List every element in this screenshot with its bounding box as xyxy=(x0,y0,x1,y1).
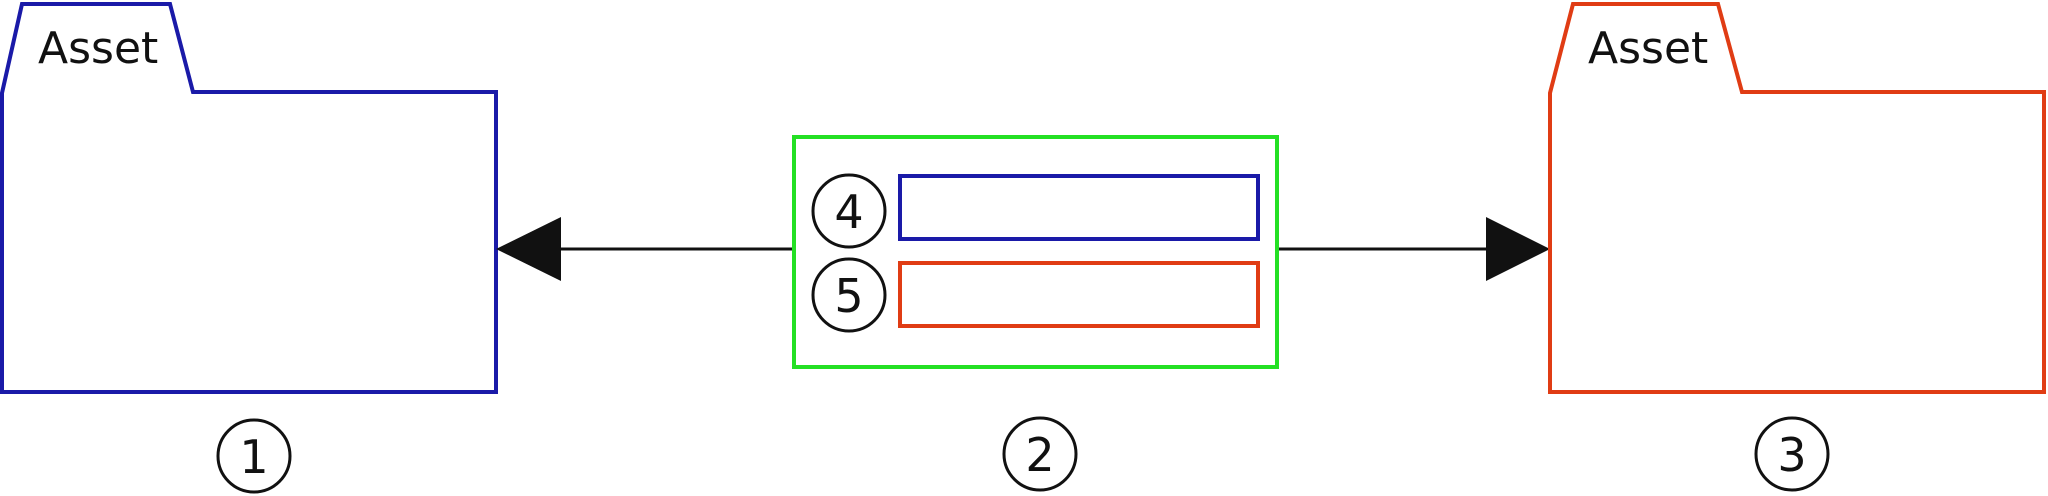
right-folder-outline xyxy=(1548,2,2046,394)
left-asset-folder: Asset xyxy=(0,2,498,394)
left-arrow xyxy=(496,217,792,281)
left-folder-label: Asset xyxy=(38,23,158,74)
marker-3-circle xyxy=(1754,416,1830,492)
left-arrow-head xyxy=(496,217,561,281)
marker-3: 3 xyxy=(1754,416,1830,492)
slot-5-field xyxy=(898,261,1260,328)
marker-2-number: 2 xyxy=(1025,428,1054,482)
slot-5-number: 5 xyxy=(834,269,863,323)
marker-1-number: 1 xyxy=(239,430,268,484)
marker-2: 2 xyxy=(1002,416,1078,492)
right-arrow xyxy=(1279,217,1550,281)
center-box-outline xyxy=(792,135,1279,369)
left-folder-outline xyxy=(0,2,498,394)
marker-3-number: 3 xyxy=(1777,428,1806,482)
center-box: 4 5 xyxy=(792,135,1279,369)
right-arrow-head xyxy=(1486,217,1550,281)
marker-1: 1 xyxy=(216,418,292,494)
marker-2-circle xyxy=(1002,416,1078,492)
marker-1-circle xyxy=(216,418,292,494)
right-folder-label: Asset xyxy=(1588,23,1708,74)
slot-4-number-circle xyxy=(811,173,887,249)
slot-4-field xyxy=(898,174,1260,241)
slot-5-number-circle xyxy=(811,257,887,333)
slot-4-number: 4 xyxy=(834,185,863,239)
right-asset-folder: Asset xyxy=(1548,2,2046,394)
